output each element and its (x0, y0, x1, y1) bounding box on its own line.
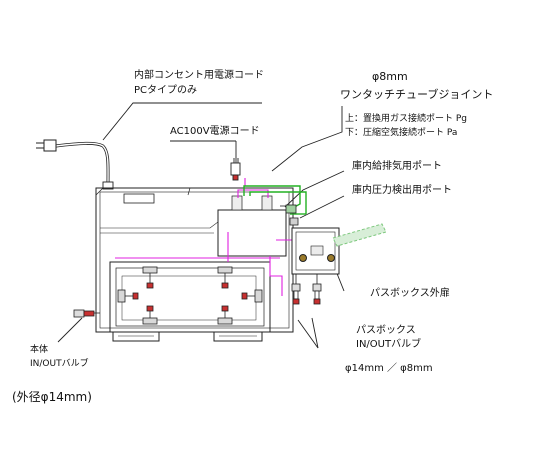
label-body-valve: IN/OUTバルブ (30, 357, 89, 369)
label-group: 内部コンセント用電源コード PCタイプのみ φ8mm ワンタッチチューブジョイン… (12, 68, 493, 404)
label-passbox-valve-size: φ14mm ／ φ8mm (345, 362, 433, 374)
leader-lines (57, 102, 345, 349)
clamp-side-left (117, 289, 139, 303)
clamp-top-left (142, 266, 158, 289)
label-pressure-port: 庫内圧力検出用ポート (352, 183, 452, 196)
leader-joint (271, 106, 343, 172)
clamp-bottom-right (217, 305, 233, 325)
label-ac-cord: AC100V電源コード (170, 124, 260, 137)
label-joint-size: φ8mm (372, 70, 408, 83)
leader-passbox-valve-a (297, 319, 319, 349)
magenta-tube (115, 178, 297, 296)
label-port-air: 下：圧縮空気接続ポート Pa (345, 126, 457, 138)
label-body: 本体 (30, 343, 48, 355)
label-pc-type: PCタイプのみ (134, 84, 197, 96)
label-port-purge: 上：置換用ガス接続ポート Pg (345, 112, 467, 124)
plug-icon (36, 139, 57, 152)
label-intake-port: 庫内給排気用ポート (352, 159, 442, 172)
chamber-clamps (117, 266, 263, 325)
leader-passbox-valve-b (311, 317, 319, 349)
ac-cord-plug-icon (230, 158, 241, 181)
internal-power-cord (55, 141, 114, 190)
body-valve (73, 309, 100, 318)
leader-body-valve (57, 317, 83, 343)
passbox-outer-door (332, 223, 387, 247)
label-one-touch-joint: ワンタッチチューブジョイント (340, 87, 493, 101)
clamp-bottom-left (142, 305, 158, 325)
label-internal-cord: 内部コンセント用電源コード (134, 68, 264, 81)
leader-internal-cord (102, 102, 262, 141)
clamp-top-right (217, 266, 233, 289)
passbox-valves (291, 274, 322, 305)
label-body-valve-size: (外径φ14mm) (12, 390, 92, 404)
pass-box (291, 227, 340, 275)
label-passbox-valve: IN/OUTバルブ (356, 337, 421, 350)
clamp-side-right (241, 289, 263, 303)
one-touch-joint (280, 204, 299, 226)
label-passbox: パスボックス (356, 324, 416, 336)
label-outer-door: パスボックス外扉 (370, 286, 450, 299)
leader-intake-port (284, 170, 345, 208)
valve-box (217, 195, 287, 257)
leader-pressure-port (299, 195, 345, 219)
